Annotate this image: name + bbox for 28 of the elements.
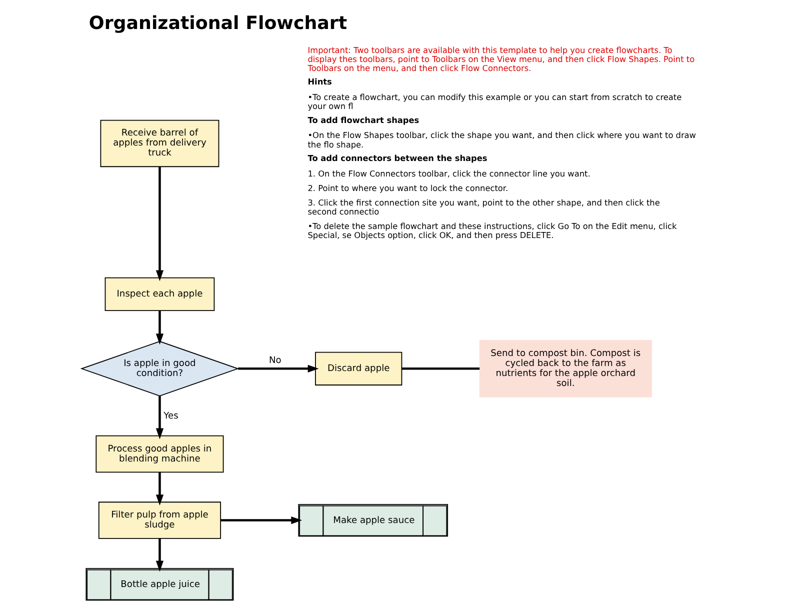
label: Hints <box>307 76 332 87</box>
connector <box>401 368 480 370</box>
arrow <box>155 310 164 345</box>
edge-label: No <box>268 356 281 366</box>
arrow <box>155 538 164 572</box>
arrow <box>155 396 164 440</box>
diagram-title: Organizational Flowchart <box>88 13 347 34</box>
label: To add connectors between the shapes <box>307 152 487 163</box>
arrow <box>238 364 318 372</box>
label: Important: Two toolbars are available with this template to help you create flowcharts. To display thes toolbars, point to Toolbars on the View menu, and then click Flow Shapes. Point to Toolbars on the menu, and then click Flow Connectors. <box>307 44 694 73</box>
label: •To create a flowchart, you can modify this example or you can start from scratch to create your own fl <box>307 92 682 112</box>
arrow <box>155 472 164 506</box>
node-box: Discard apple <box>314 352 402 386</box>
arrow <box>155 166 164 282</box>
node-box: Process good apples in blending machine <box>95 435 224 473</box>
node-diamond: Is apple in good condition? <box>80 340 239 396</box>
label: •On the Flow Shapes toolbar, click the shape you want, and then click where you want to draw the flo shape. <box>307 130 696 150</box>
edge-label: Yes <box>163 412 178 422</box>
node-box: Inspect each apple <box>104 277 214 311</box>
node-box: Receive barrel of apples from delivery truck <box>100 120 219 168</box>
label: To add flowchart shapes <box>307 114 419 125</box>
arrow <box>220 516 302 524</box>
node-box: Filter pulp from apple sludge <box>98 502 221 539</box>
label: 1. On the Flow Connectors toolbar, click the connector line you want. <box>307 168 590 178</box>
label: 2. Point to where you want to lock the connector. <box>307 182 508 193</box>
label: 3. Click the first connection site you want, point to the other shape, and then click the second connectio <box>307 197 660 216</box>
node-box: Send to compost bin. Compost is cycled back to the farm as nutrients for the apple orchard soil. <box>478 340 652 398</box>
label: •To delete the sample flowchart and these instructions, click Go To on the Edit menu, click Special, se Objects option, click OK, and then press DELETE. <box>307 220 676 240</box>
